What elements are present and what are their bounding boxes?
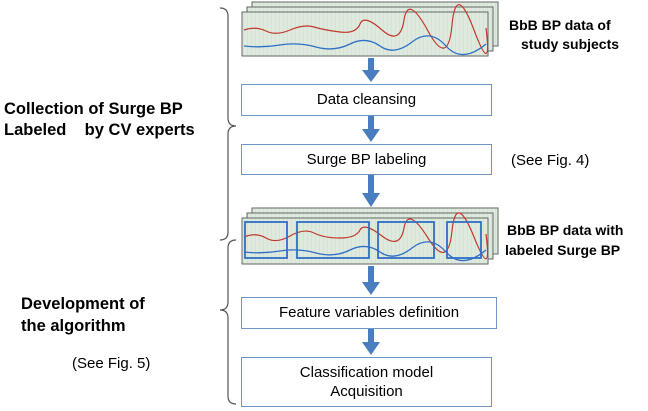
collection-brace [219, 7, 237, 241]
arrow-4 [362, 266, 380, 295]
labeled-data-label-line1: BbB BP data with [507, 222, 624, 238]
surge-label-box-2 [296, 221, 370, 259]
surge-label-box-3 [377, 221, 435, 259]
arrow-2 [362, 115, 380, 142]
fig4-reference: (See Fig. 4) [511, 152, 590, 169]
raw-bp-data-panel [241, 1, 499, 57]
surge-bp-labeling-label: Surge BP labeling [306, 150, 427, 168]
development-stage-line2: the algorithm [21, 317, 126, 335]
surge-bp-labeling-box: Surge BP labeling [241, 144, 492, 175]
arrow-1 [362, 58, 380, 82]
classification-model-line2: Acquisition [330, 383, 403, 400]
bp-trace-red [243, 4, 489, 54]
labeled-bp-data-panel [241, 207, 499, 265]
development-stage-line1: Development of [21, 295, 145, 313]
feature-variables-box: Feature variables definition [241, 297, 497, 329]
classification-model-line1: Classification model [299, 363, 434, 381]
bp-trace-blue [243, 35, 487, 56]
bp-trace-blue-labeled [243, 241, 487, 262]
collection-stage-line1: Collection of Surge BP [4, 100, 183, 118]
bp-trace-red-labeled [243, 212, 489, 260]
surge-label-box-1 [244, 221, 288, 259]
arrow-3 [362, 173, 380, 207]
raw-data-label-line2: study subjects [521, 36, 620, 52]
development-brace [219, 239, 237, 405]
labeled-data-label-line2: labeled Surge BP [505, 242, 621, 258]
classification-model-box: Classification model Acquisition [241, 357, 492, 407]
arrow-5 [362, 328, 380, 355]
surge-label-box-4 [446, 221, 482, 259]
feature-variables-label: Feature variables definition [278, 304, 460, 322]
raw-data-label-line1: BbB BP data of [509, 17, 611, 33]
collection-stage-line2: Labeled by CV experts [4, 121, 195, 139]
fig5-reference: (See Fig. 5) [72, 355, 151, 372]
data-cleansing-label: Data cleansing [316, 91, 417, 109]
data-cleansing-box: Data cleansing [241, 84, 492, 116]
